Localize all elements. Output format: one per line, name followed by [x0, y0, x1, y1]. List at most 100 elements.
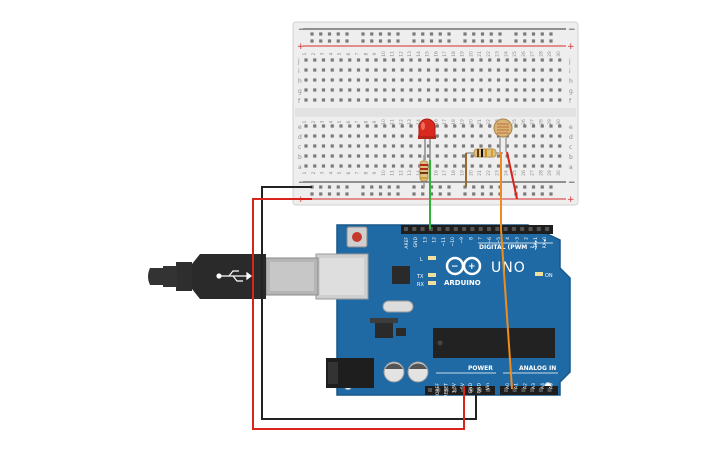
rail-hole[interactable] [345, 185, 349, 189]
breadboard-hole[interactable] [470, 68, 474, 72]
digital-pin-hole[interactable] [445, 227, 450, 231]
breadboard-hole[interactable] [470, 78, 474, 82]
breadboard-hole[interactable] [435, 68, 439, 72]
digital-pin-hole[interactable] [437, 227, 442, 231]
breadboard-hole[interactable] [531, 58, 536, 62]
rail-hole[interactable] [310, 39, 314, 43]
rail-hole[interactable] [498, 32, 502, 36]
breadboard-hole[interactable] [391, 144, 396, 148]
breadboard-hole[interactable] [330, 164, 334, 168]
rail-hole[interactable] [336, 185, 340, 189]
breadboard-hole[interactable] [426, 78, 431, 82]
breadboard-hole[interactable] [391, 154, 396, 158]
breadboard-hole[interactable] [313, 78, 317, 82]
rail-hole[interactable] [514, 39, 518, 43]
breadboard-hole[interactable] [488, 98, 492, 102]
breadboard-hole[interactable] [304, 154, 308, 158]
digital-pin-hole[interactable] [536, 227, 541, 231]
rail-hole[interactable] [336, 32, 340, 36]
breadboard-hole[interactable] [549, 164, 553, 168]
breadboard-hole[interactable] [461, 154, 466, 158]
breadboard-hole[interactable] [558, 134, 562, 138]
power-pin-hole[interactable] [436, 388, 441, 392]
breadboard-hole[interactable] [365, 58, 369, 62]
breadboard-hole[interactable] [418, 78, 422, 82]
rail-hole[interactable] [498, 39, 502, 43]
breadboard-hole[interactable] [540, 124, 544, 128]
rail-hole[interactable] [336, 192, 340, 196]
breadboard-hole[interactable] [531, 144, 536, 148]
reset-button[interactable] [346, 226, 368, 248]
rail-hole[interactable] [387, 32, 391, 36]
rail-hole[interactable] [396, 39, 400, 43]
rail-hole[interactable] [396, 192, 400, 196]
breadboard-hole[interactable] [374, 68, 378, 72]
breadboard-hole[interactable] [444, 58, 448, 62]
breadboard-hole[interactable] [453, 164, 457, 168]
breadboard-hole[interactable] [356, 78, 361, 82]
breadboard-hole[interactable] [330, 134, 334, 138]
analog-pin-hole[interactable] [512, 388, 517, 392]
breadboard-hole[interactable] [313, 88, 317, 92]
rail-hole[interactable] [514, 32, 518, 36]
breadboard-hole[interactable] [426, 154, 431, 158]
breadboard-hole[interactable] [418, 88, 422, 92]
breadboard-hole[interactable] [426, 98, 431, 102]
analog-pin-hole[interactable] [521, 388, 526, 392]
breadboard-hole[interactable] [321, 154, 326, 158]
power-header[interactable] [425, 386, 495, 395]
rail-hole[interactable] [549, 192, 553, 196]
rail-hole[interactable] [370, 32, 374, 36]
breadboard-hole[interactable] [365, 98, 369, 102]
breadboard-hole[interactable] [330, 144, 334, 148]
breadboard-hole[interactable] [365, 154, 369, 158]
breadboard-hole[interactable] [400, 164, 404, 168]
rail-hole[interactable] [361, 32, 365, 36]
breadboard-hole[interactable] [304, 144, 308, 148]
rail-hole[interactable] [438, 192, 442, 196]
breadboard-hole[interactable] [348, 98, 352, 102]
breadboard-hole[interactable] [549, 88, 553, 92]
breadboard-hole[interactable] [444, 164, 448, 168]
breadboard-hole[interactable] [540, 78, 544, 82]
breadboard-hole[interactable] [339, 144, 343, 148]
usb-cable[interactable] [148, 254, 319, 299]
breadboard-hole[interactable] [505, 98, 509, 102]
breadboard-hole[interactable] [348, 88, 352, 92]
breadboard-hole[interactable] [391, 78, 396, 82]
breadboard-hole[interactable] [356, 124, 361, 128]
rail-hole[interactable] [319, 32, 323, 36]
breadboard-hole[interactable] [549, 134, 553, 138]
breadboard-hole[interactable] [549, 154, 553, 158]
breadboard-hole[interactable] [523, 88, 527, 92]
breadboard-hole[interactable] [409, 124, 413, 128]
rail-hole[interactable] [549, 32, 553, 36]
breadboard-hole[interactable] [348, 68, 352, 72]
breadboard-hole[interactable] [444, 134, 448, 138]
rail-hole[interactable] [421, 192, 425, 196]
breadboard-hole[interactable] [496, 58, 501, 62]
rail-hole[interactable] [438, 39, 442, 43]
rail-hole[interactable] [447, 32, 451, 36]
breadboard-hole[interactable] [444, 154, 448, 158]
breadboard-hole[interactable] [488, 144, 492, 148]
rail-hole[interactable] [531, 32, 536, 36]
rail-hole[interactable] [472, 32, 476, 36]
rail-hole[interactable] [531, 192, 536, 196]
breadboard-hole[interactable] [365, 68, 369, 72]
breadboard-hole[interactable] [409, 58, 413, 62]
rail-hole[interactable] [378, 185, 383, 189]
power-pin-hole[interactable] [477, 388, 482, 392]
breadboard-hole[interactable] [453, 134, 457, 138]
rail-hole[interactable] [412, 192, 416, 196]
breadboard-hole[interactable] [339, 164, 343, 168]
breadboard-hole[interactable] [383, 78, 387, 82]
digital-pin-hole[interactable] [404, 227, 408, 231]
rail-hole[interactable] [396, 185, 400, 189]
digital-pin-hole[interactable] [453, 227, 458, 231]
breadboard-hole[interactable] [453, 124, 457, 128]
breadboard-hole[interactable] [435, 134, 439, 138]
rail-hole[interactable] [438, 32, 442, 36]
rail-hole[interactable] [361, 192, 365, 196]
